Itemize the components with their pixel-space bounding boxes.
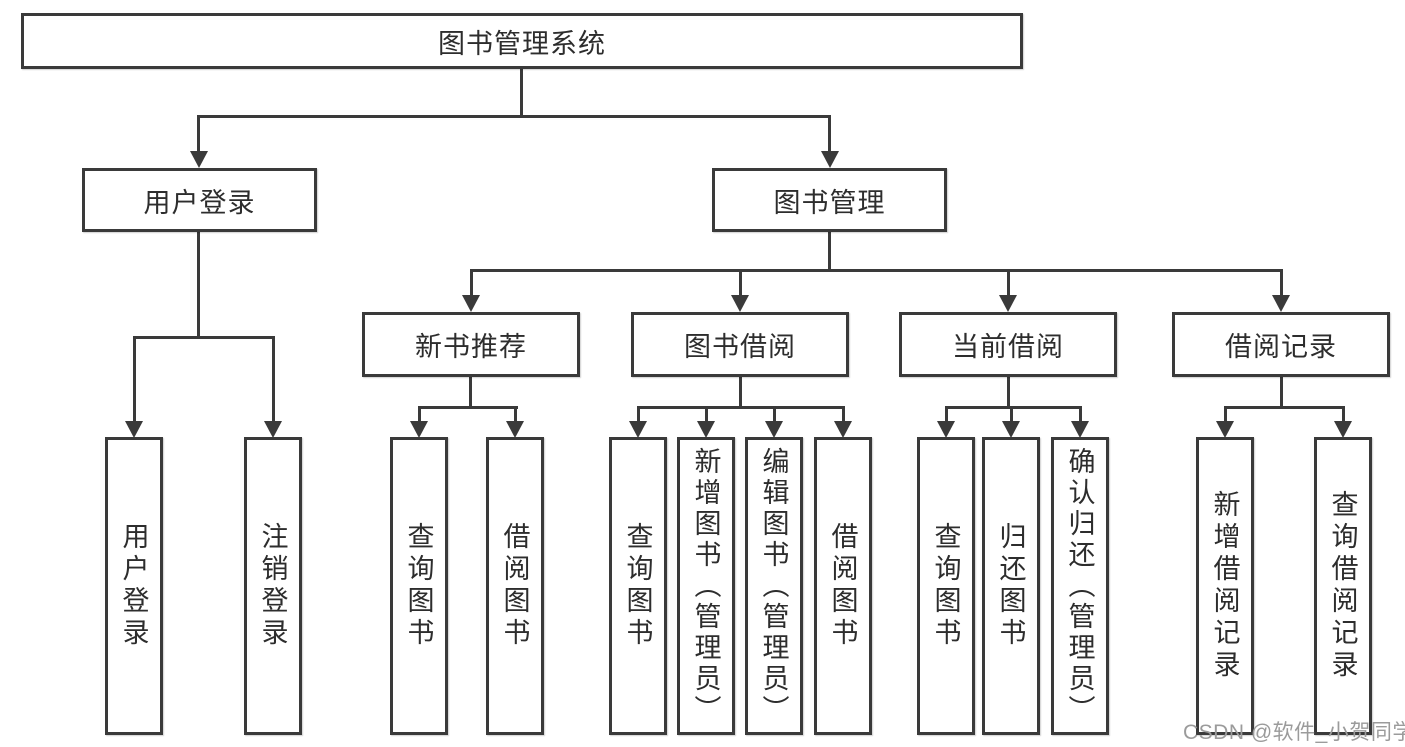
leaf-recommend-query-books-label: 查询图书 bbox=[403, 522, 434, 650]
node-current-borrow: 当前借阅 bbox=[899, 312, 1117, 377]
leaf-user-login-label: 用户登录 bbox=[118, 522, 149, 650]
node-book-borrow: 图书借阅 bbox=[631, 312, 849, 377]
connector-drop-book-borrow bbox=[739, 269, 742, 295]
connector-drop-leaf-user-login bbox=[133, 336, 136, 421]
node-user-login-label: 用户登录 bbox=[143, 187, 256, 218]
leaf-borrow-borrow-books: 借阅图书 bbox=[814, 437, 872, 735]
connector-drop-current-return bbox=[1010, 406, 1013, 421]
node-borrow-record-label: 借阅记录 bbox=[1225, 332, 1337, 362]
leaf-borrow-borrow-books-label: 借阅图书 bbox=[827, 522, 858, 650]
connector-drop-book-management bbox=[828, 115, 831, 151]
node-borrow-record: 借阅记录 bbox=[1172, 312, 1390, 377]
connector-new-book-recommend-rail bbox=[418, 406, 518, 409]
arrowhead-new-book-recommend bbox=[462, 295, 480, 312]
leaf-borrow-add-books-label: 新增图书（管理员） bbox=[690, 446, 721, 726]
arrowhead-borrow-edit bbox=[765, 421, 783, 438]
connector-book-borrow-stem bbox=[739, 377, 742, 406]
connector-drop-borrow-borrow bbox=[842, 406, 845, 421]
arrowhead-borrow-add bbox=[697, 421, 715, 438]
connector-book-borrow-rail bbox=[637, 406, 845, 409]
leaf-current-return-books: 归还图书 bbox=[982, 437, 1040, 735]
connector-drop-borrow-query bbox=[637, 406, 640, 421]
arrowhead-recommend-borrow bbox=[506, 421, 524, 438]
connector-borrow-record-rail bbox=[1224, 406, 1345, 409]
connector-book-management-stem bbox=[828, 230, 831, 269]
connector-drop-current-borrow bbox=[1007, 269, 1010, 295]
leaf-record-query: 查询借阅记录 bbox=[1314, 437, 1372, 735]
arrowhead-user-login bbox=[190, 151, 208, 168]
arrowhead-borrow-query bbox=[629, 421, 647, 438]
node-new-book-recommend: 新书推荐 bbox=[362, 312, 580, 377]
connector-current-borrow-stem bbox=[1007, 377, 1010, 406]
arrowhead-current-query bbox=[937, 421, 955, 438]
leaf-record-query-label: 查询借阅记录 bbox=[1327, 490, 1358, 682]
connector-drop-borrow-edit bbox=[773, 406, 776, 421]
arrowhead-record-query bbox=[1334, 421, 1352, 438]
arrowhead-current-confirm bbox=[1071, 421, 1089, 438]
arrowhead-borrow-record bbox=[1272, 295, 1290, 312]
arrowhead-current-return bbox=[1002, 421, 1020, 438]
csdn-watermark: CSDN @软件_小贺同学 bbox=[1183, 721, 1405, 744]
arrowhead-leaf-logout bbox=[264, 421, 282, 438]
leaf-current-confirm-return: 确认归还（管理员） bbox=[1051, 437, 1109, 735]
connector-drop-current-confirm bbox=[1079, 406, 1082, 421]
leaf-borrow-edit-books: 编辑图书（管理员） bbox=[745, 437, 803, 735]
node-root-label: 图书管理系统 bbox=[438, 28, 606, 59]
connector-drop-recommend-query bbox=[418, 406, 421, 421]
leaf-current-return-books-label: 归还图书 bbox=[995, 522, 1026, 650]
leaf-current-confirm-return-label: 确认归还（管理员） bbox=[1064, 446, 1095, 726]
connector-level2-rail bbox=[197, 115, 831, 118]
connector-drop-new-book-recommend bbox=[470, 269, 473, 295]
connector-user-login-stem bbox=[197, 230, 200, 336]
node-book-borrow-label: 图书借阅 bbox=[684, 332, 796, 362]
node-user-login: 用户登录 bbox=[82, 168, 317, 232]
arrowhead-record-add bbox=[1216, 421, 1234, 438]
node-book-management-label: 图书管理 bbox=[773, 187, 886, 218]
leaf-borrow-add-books: 新增图书（管理员） bbox=[677, 437, 735, 735]
leaf-recommend-borrow-books-label: 借阅图书 bbox=[499, 522, 530, 650]
connector-borrow-record-stem bbox=[1280, 377, 1283, 406]
connector-new-book-recommend-stem bbox=[469, 377, 472, 406]
node-root: 图书管理系统 bbox=[21, 13, 1023, 69]
connector-drop-borrow-record bbox=[1280, 269, 1283, 295]
connector-drop-record-query bbox=[1342, 406, 1345, 421]
leaf-recommend-borrow-books: 借阅图书 bbox=[486, 437, 544, 735]
arrowhead-book-management bbox=[821, 151, 839, 168]
node-current-borrow-label: 当前借阅 bbox=[952, 332, 1064, 362]
connector-drop-user-login bbox=[197, 115, 200, 151]
leaf-record-add-label: 新增借阅记录 bbox=[1209, 490, 1240, 682]
leaf-record-add: 新增借阅记录 bbox=[1196, 437, 1254, 735]
connector-drop-current-query bbox=[945, 406, 948, 421]
connector-drop-borrow-add bbox=[705, 406, 708, 421]
leaf-logout-label: 注销登录 bbox=[257, 522, 288, 650]
connector-drop-record-add bbox=[1224, 406, 1227, 421]
leaf-user-login: 用户登录 bbox=[105, 437, 163, 735]
arrowhead-recommend-query bbox=[410, 421, 428, 438]
arrowhead-current-borrow bbox=[999, 295, 1017, 312]
connector-level3-rail bbox=[470, 269, 1283, 272]
leaf-borrow-query-books-label: 查询图书 bbox=[622, 522, 653, 650]
leaf-current-query-books: 查询图书 bbox=[917, 437, 975, 735]
node-book-management: 图书管理 bbox=[712, 168, 947, 232]
arrowhead-book-borrow bbox=[731, 295, 749, 312]
leaf-borrow-edit-books-label: 编辑图书（管理员） bbox=[758, 446, 789, 726]
node-new-book-recommend-label: 新书推荐 bbox=[415, 332, 527, 362]
leaf-borrow-query-books: 查询图书 bbox=[609, 437, 667, 735]
leaf-recommend-query-books: 查询图书 bbox=[390, 437, 448, 735]
leaf-logout: 注销登录 bbox=[244, 437, 302, 735]
connector-drop-recommend-borrow bbox=[514, 406, 517, 421]
arrowhead-leaf-user-login bbox=[125, 421, 143, 438]
connector-drop-leaf-logout bbox=[272, 336, 275, 421]
connector-user-login-rail bbox=[133, 336, 275, 339]
connector-current-borrow-rail bbox=[945, 406, 1082, 409]
arrowhead-borrow-borrow bbox=[834, 421, 852, 438]
leaf-current-query-books-label: 查询图书 bbox=[930, 522, 961, 650]
connector-root-stem bbox=[520, 69, 523, 115]
